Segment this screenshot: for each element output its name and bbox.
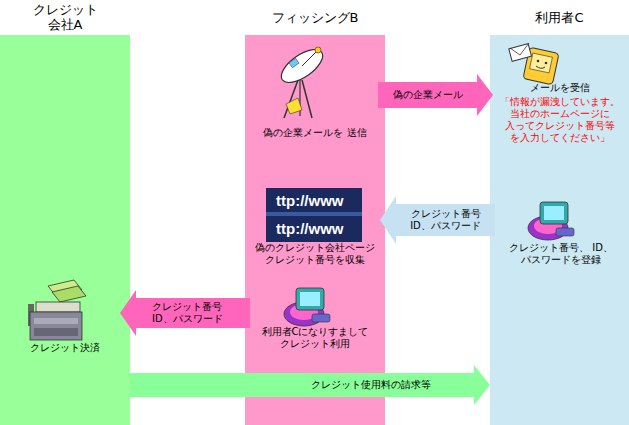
arrow-label: 偽の企業メール (383, 89, 473, 101)
block-arrow (130, 365, 490, 405)
column-band: クレジット 会社Aクレジット決済 (0, 35, 130, 425)
computer-icon (528, 202, 574, 240)
column-heading: 利用者C (490, 10, 629, 25)
message-text: 「情報が漏洩しています。 当社のホームページに 入ってクレジット番号等 を入力し… (493, 96, 627, 144)
column-heading: クレジット 会社A (25, 2, 105, 32)
block-arrow (380, 196, 495, 244)
step-text: メールを受信 (493, 82, 627, 94)
computer-icon (284, 288, 330, 326)
arrow-label: クレジット番号 ID、パスワード (142, 301, 232, 325)
block-arrow (378, 74, 493, 116)
step-text: 偽の企業メールを 送信 (252, 127, 378, 139)
arrow-label: クレジット番号 ID、パスワード (401, 208, 491, 232)
web-page-image (266, 188, 362, 242)
satellite-dish-icon (276, 43, 328, 118)
block-arrow (120, 290, 250, 336)
step-text: 利用者Cになりすまして クレジット利用 (250, 326, 380, 350)
mail-icon (509, 43, 559, 85)
column-heading: フィッシングB (245, 10, 385, 25)
step-text: 偽のクレジット会社ページ クレジット番号を収集 (250, 242, 380, 266)
url-text: ttp://www (276, 192, 344, 210)
arrow-label: クレジット使用料の請求等 (296, 379, 446, 391)
step-text: クレジット番号、 ID、パスワードを登録 (495, 242, 627, 266)
url-text: ttp://www (276, 220, 344, 238)
step-text: クレジット決済 (10, 342, 120, 354)
cash-register-icon (28, 280, 86, 340)
